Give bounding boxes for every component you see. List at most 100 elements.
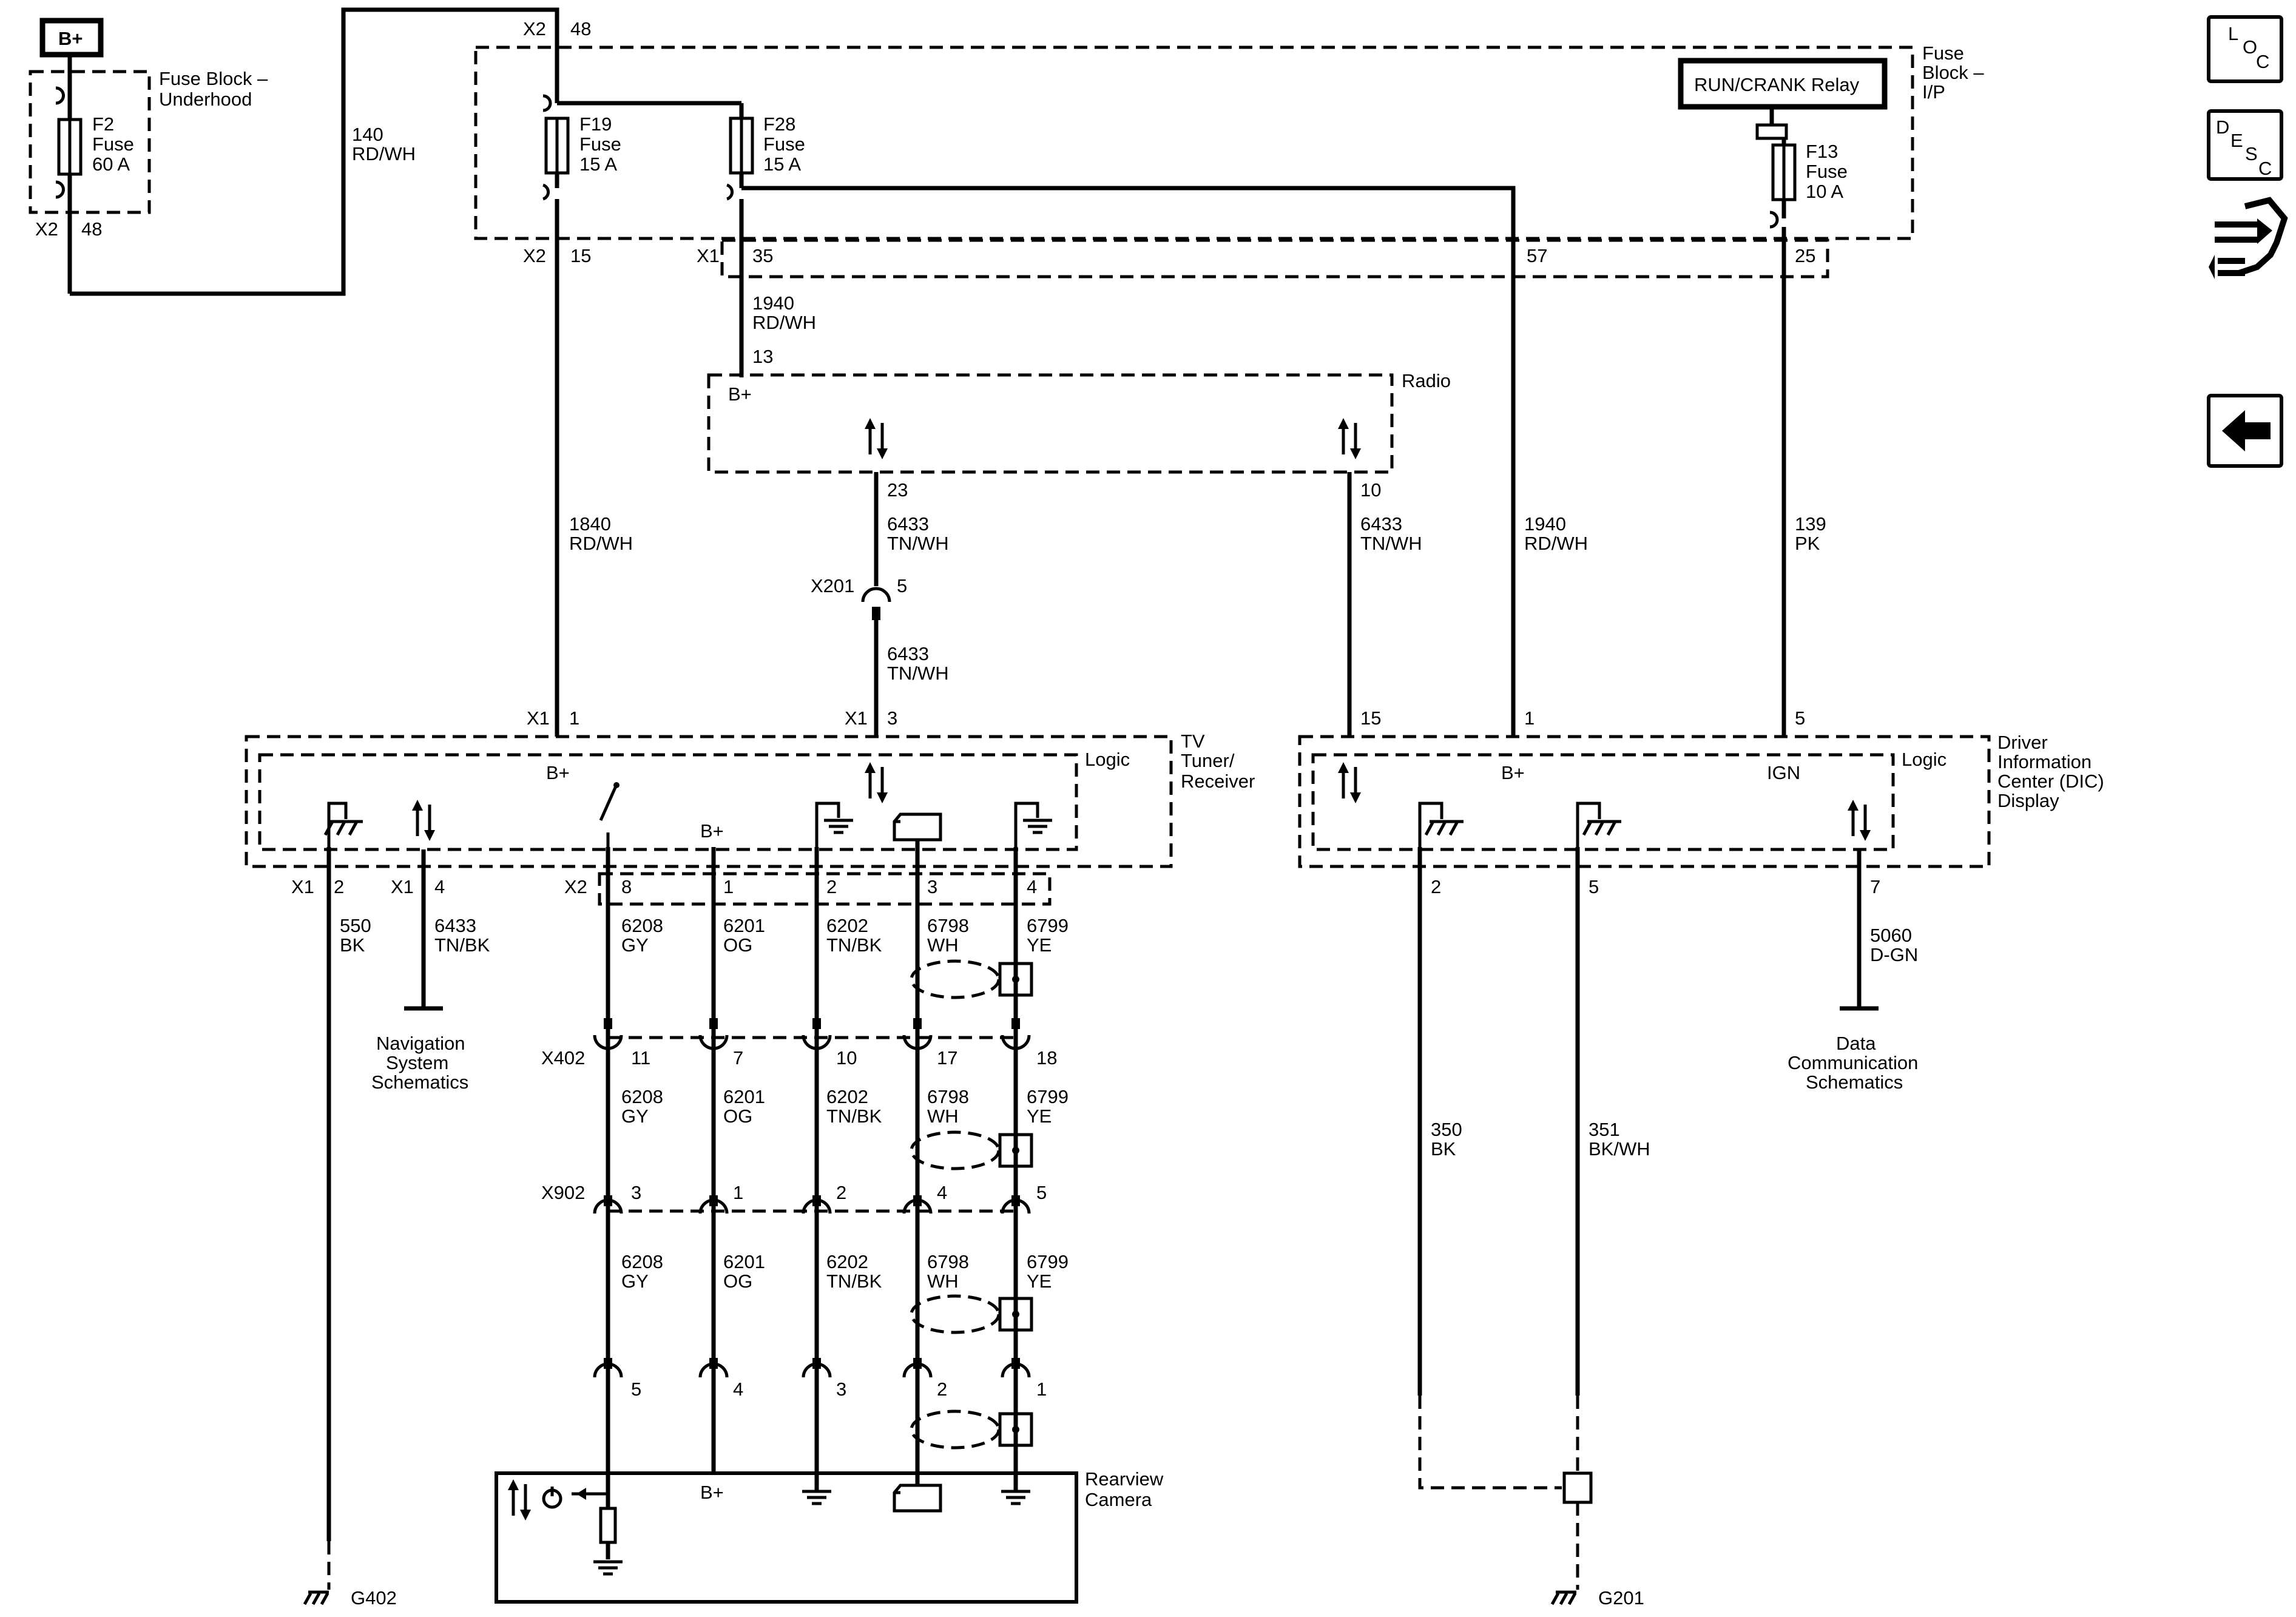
svg-text:Underhood: Underhood xyxy=(159,89,252,110)
connector-pin-number: 4 xyxy=(937,1182,947,1203)
svg-text:Schematics: Schematics xyxy=(371,1072,468,1093)
fuse-f28-label: F28 xyxy=(763,113,795,135)
desc-letter: E xyxy=(2230,130,2243,151)
svg-text:TN/BK: TN/BK xyxy=(434,934,490,956)
svg-text:B+: B+ xyxy=(700,1482,724,1503)
svg-text:3: 3 xyxy=(887,707,897,729)
svg-text:1: 1 xyxy=(1524,707,1535,729)
svg-text:X1: X1 xyxy=(391,876,414,897)
svg-text:10: 10 xyxy=(1360,479,1381,501)
wire-circuit-number: 6202 xyxy=(826,1251,868,1272)
svg-text:Receiver: Receiver xyxy=(1181,771,1255,792)
svg-text:48: 48 xyxy=(81,218,102,240)
fuse-block-underhood: Fuse Block – Underhood F2 Fuse 60 A X2 4… xyxy=(29,55,268,294)
description-button[interactable]: D E S C xyxy=(2207,109,2283,181)
svg-text:57: 57 xyxy=(1527,245,1547,266)
battery-bplus-box: B+ xyxy=(39,18,104,58)
connector-pin-number: 17 xyxy=(937,1047,957,1068)
fuse-block-ip-title: Fuse xyxy=(1922,42,1964,64)
svg-text:Fuse: Fuse xyxy=(579,133,621,155)
wire-350: 350 xyxy=(1431,1119,1462,1140)
desc-letter: S xyxy=(2245,143,2258,164)
svg-text:RD/WH: RD/WH xyxy=(1524,533,1588,554)
wire-color: YE xyxy=(1027,934,1052,956)
wire-139: 139 xyxy=(1795,513,1826,535)
wire-color: TN/BK xyxy=(826,934,882,956)
data-communication-link[interactable]: Data xyxy=(1836,1033,1876,1054)
wire-color: WH xyxy=(927,1106,959,1127)
svg-text:15 A: 15 A xyxy=(579,154,617,175)
navigation-schematics-link[interactable]: Navigation xyxy=(376,1033,465,1054)
connector-pin-number: 18 xyxy=(1036,1047,1057,1068)
svg-text:TN/WH: TN/WH xyxy=(1360,533,1422,554)
svg-text:B+: B+ xyxy=(1501,762,1525,783)
wire-6433-nav: 6433 xyxy=(434,915,476,936)
svg-text:15: 15 xyxy=(1360,707,1381,729)
connector-pin-number: 2 xyxy=(937,1379,947,1400)
connector-pin-number: 10 xyxy=(836,1047,857,1068)
wire-circuit-number: 6202 xyxy=(826,1086,868,1107)
fuse-f19-label: F19 xyxy=(579,113,612,135)
loc-letter: O xyxy=(2243,36,2257,58)
wire-color: YE xyxy=(1027,1106,1052,1127)
camera-harness: X402 X902 xyxy=(541,841,1032,1474)
svg-text:BK: BK xyxy=(340,934,365,956)
location-button[interactable]: L O C xyxy=(2207,15,2283,83)
rearview-camera-module: Rearview Camera B+ xyxy=(495,1468,1164,1604)
svg-text:System: System xyxy=(386,1052,448,1073)
tv-title: TV xyxy=(1181,731,1205,752)
svg-text:D-GN: D-GN xyxy=(1870,944,1918,965)
back-button[interactable] xyxy=(2207,394,2283,468)
wire-circuit-number: 6208 xyxy=(621,1086,663,1107)
wire-color: OG xyxy=(723,1106,752,1127)
fuse-block-ip: Fuse Block – I/P X2 48 F19 Fuse 15 A F28… xyxy=(474,18,1984,279)
svg-text:15: 15 xyxy=(570,245,591,266)
fuse-label: F2 xyxy=(92,113,114,135)
svg-text:Camera: Camera xyxy=(1085,1489,1152,1510)
wire-circuit-number: 6798 xyxy=(927,1086,969,1107)
svg-text:Information: Information xyxy=(1997,751,2092,772)
svg-text:B+: B+ xyxy=(546,762,570,783)
svg-text:Communication: Communication xyxy=(1788,1052,1918,1073)
svg-text:TN/WH: TN/WH xyxy=(887,533,949,554)
wire-color: WH xyxy=(927,1271,959,1292)
svg-text:2: 2 xyxy=(826,876,837,897)
svg-text:5: 5 xyxy=(1589,876,1599,897)
connector-pin-number: 5 xyxy=(631,1379,641,1400)
connector-pin-number: 1 xyxy=(1036,1379,1047,1400)
svg-text:15 A: 15 A xyxy=(763,154,801,175)
svg-text:X2: X2 xyxy=(564,876,587,897)
svg-text:35: 35 xyxy=(752,245,773,266)
svg-text:Tuner/: Tuner/ xyxy=(1181,750,1235,771)
wire-color: TN/BK xyxy=(826,1271,882,1292)
svg-text:X1: X1 xyxy=(291,876,314,897)
dic-title: Driver xyxy=(1997,732,2048,753)
svg-text:TN/WH: TN/WH xyxy=(887,663,949,684)
connector-view-icon[interactable] xyxy=(2209,197,2288,279)
svg-text:1: 1 xyxy=(723,876,734,897)
svg-text:B+: B+ xyxy=(58,28,83,49)
run-crank-relay xyxy=(1678,58,1888,110)
svg-text:IGN: IGN xyxy=(1767,762,1800,783)
desc-letter: C xyxy=(2258,158,2272,179)
svg-text:X2: X2 xyxy=(523,245,546,266)
wire-circuit-number: 6208 xyxy=(621,1251,663,1272)
wire-140: 140 xyxy=(352,124,383,145)
wire-circuit-number: 6798 xyxy=(927,915,969,936)
wire-color: WH xyxy=(927,934,959,956)
ground-g201: G201 xyxy=(1598,1587,1644,1609)
svg-text:60 A: 60 A xyxy=(92,154,130,175)
svg-text:I/P: I/P xyxy=(1922,81,1945,103)
svg-text:48: 48 xyxy=(570,18,591,39)
svg-text:5: 5 xyxy=(897,575,907,596)
wire-color: GY xyxy=(621,1106,649,1127)
desc-letter: D xyxy=(2216,116,2229,138)
svg-text:Logic: Logic xyxy=(1085,749,1130,770)
svg-text:Block –: Block – xyxy=(1922,62,1984,83)
svg-text:Fuse: Fuse xyxy=(92,133,134,155)
wire-circuit-number: 6799 xyxy=(1027,1251,1069,1272)
svg-text:X1: X1 xyxy=(697,245,720,266)
fuse-f13-label: F13 xyxy=(1806,141,1838,162)
bundle-labels: 6208GY6201OG6202TN/BK6798WH6799YE6208GY6… xyxy=(621,915,1069,1292)
